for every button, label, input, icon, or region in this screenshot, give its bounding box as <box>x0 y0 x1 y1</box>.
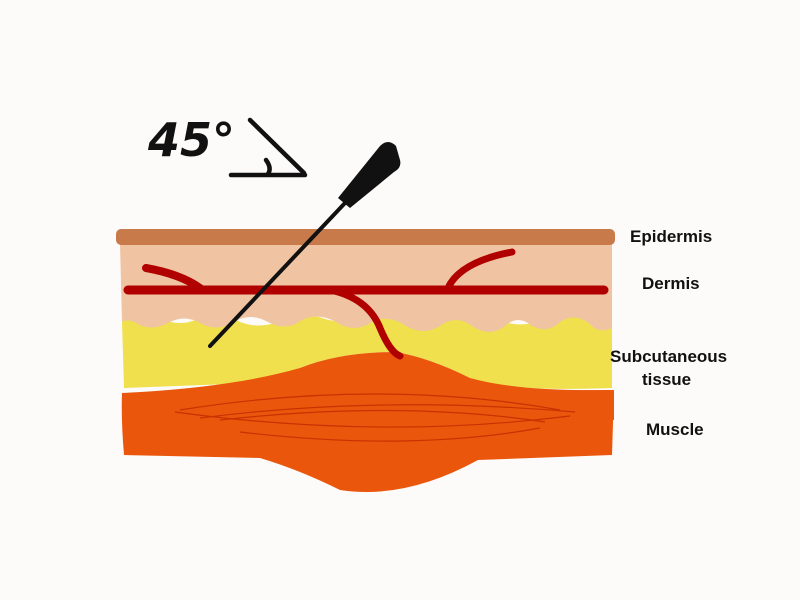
muscle-fibers <box>174 393 576 442</box>
blood-vessel-branch-right <box>444 248 516 292</box>
needle-icon <box>208 142 401 348</box>
label-epidermis: Epidermis <box>630 227 712 246</box>
epidermis-layer <box>116 229 615 245</box>
blood-vessel-branch-left <box>142 264 204 292</box>
angle-icon <box>228 117 308 178</box>
muscle-bulge <box>122 352 614 420</box>
label-subcutaneous-tissue: Subcutaneous tissue <box>610 347 732 389</box>
angle-label: 45° <box>147 113 235 167</box>
label-dermis: Dermis <box>642 274 700 293</box>
blood-vessel-branch-down <box>326 286 404 360</box>
label-muscle: Muscle <box>646 420 704 439</box>
blood-vessels <box>123 248 609 360</box>
